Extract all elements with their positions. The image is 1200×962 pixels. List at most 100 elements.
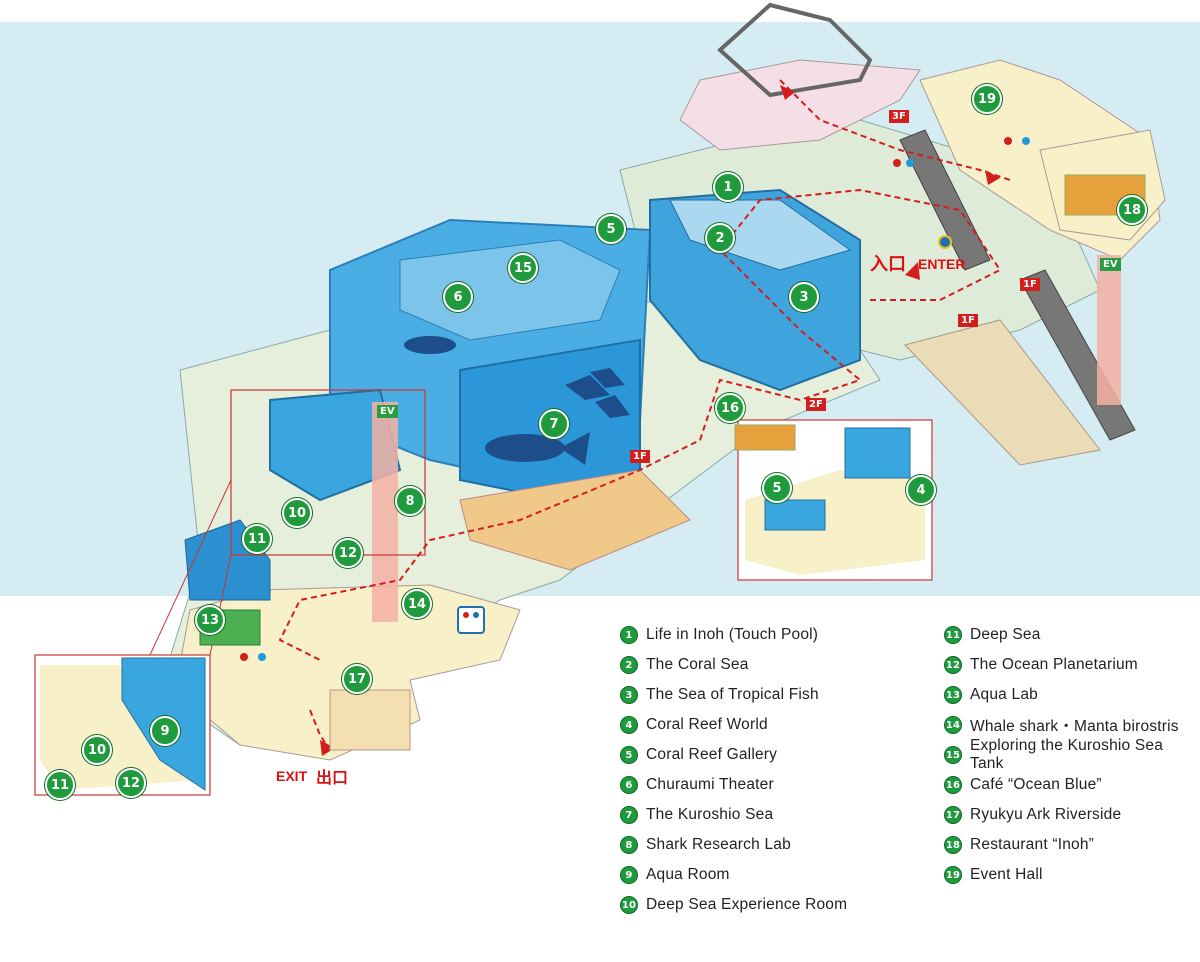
legend-label: The Coral Sea [646,656,749,673]
map-marker-7[interactable]: 7 [539,409,569,439]
legend-number-badge: 8 [620,836,638,854]
legend-item[interactable]: 8 Shark Research Lab [620,830,847,860]
legend-item[interactable]: 2 The Coral Sea [620,650,847,680]
floor-tag-1f-a: 1F [1020,278,1040,291]
map-marker-9[interactable]: 9 [150,716,180,746]
legend-number-badge: 19 [944,866,962,884]
legend-label: Coral Reef Gallery [646,746,778,763]
exit-label: EXIT [276,768,308,784]
legend-label: Whale shark・Manta birostris [970,718,1179,735]
legend-number-badge: 10 [620,896,638,914]
floor-tag-3f: 3F [889,110,909,123]
manta-ray-1 [565,375,610,400]
map-marker-2[interactable]: 2 [705,223,735,253]
legend-item[interactable]: 12 The Ocean Planetarium [944,650,1200,680]
legend-number-badge: 13 [944,686,962,704]
restroom-male-icon-2 [258,653,266,661]
manta-ray-2 [590,368,625,388]
legend-number-badge: 16 [944,776,962,794]
legend-label: Coral Reef World [646,716,768,733]
whale-shark-figure [485,434,565,462]
legend-item[interactable]: 17 Ryukyu Ark Riverside [944,800,1200,830]
exit-label-jp: 出口 [316,770,349,787]
legend-item[interactable]: 4 Coral Reef World [620,710,847,740]
map-marker-17[interactable]: 17 [342,664,372,694]
legend-item[interactable]: 5 Coral Reef Gallery [620,740,847,770]
legend-number-badge: 15 [944,746,962,764]
restroom-female-icon-3 [1004,137,1012,145]
legend-label: Aqua Room [646,866,730,883]
legend-number-badge: 12 [944,656,962,674]
map-marker-11[interactable]: 11 [242,524,272,554]
theater-tank [399,239,621,341]
legend-number-badge: 2 [620,656,638,674]
restroom-female-icon [463,612,469,618]
legend-label: Life in Inoh (Touch Pool) [646,626,819,643]
theater-seating [459,469,691,571]
steps-right [904,319,1101,466]
map-marker-18[interactable]: 18 [1117,195,1147,225]
inset-connector-2 [149,479,232,656]
legend-label: Aqua Lab [970,686,1038,703]
legend-item[interactable]: 13 Aqua Lab [944,680,1200,710]
enter-label-jp: 入口 [870,254,906,274]
map-marker-16[interactable]: 16 [715,393,745,423]
map-marker-10b[interactable]: 10 [82,735,112,765]
coral-reef-gallery-floor [745,470,925,575]
map-marker-1[interactable]: 1 [713,172,743,202]
restroom-male-icon-3 [1022,137,1030,145]
upper-deck [679,59,921,151]
route-arrow-3 [905,262,920,280]
map-marker-19[interactable]: 19 [972,84,1002,114]
legend-number-badge: 17 [944,806,962,824]
map-marker-5b[interactable]: 5 [596,214,626,244]
legend-label: Ryukyu Ark Riverside [970,806,1122,823]
legend-item[interactable]: 19 Event Hall [944,860,1200,890]
roof-frame [717,2,873,98]
manta-ray-3 [595,395,630,418]
elevator-label-left: EV [377,405,398,418]
elevator-shaft-left [372,402,398,622]
map-marker-8[interactable]: 8 [395,486,425,516]
map-marker-6[interactable]: 6 [443,282,473,312]
route-arrow-2 [985,170,1000,185]
legend-number-badge: 7 [620,806,638,824]
legend-label: The Ocean Planetarium [970,656,1138,673]
map-marker-3[interactable]: 3 [789,282,819,312]
legend-number-badge: 5 [620,746,638,764]
exit-arrow [320,740,335,756]
map-marker-13[interactable]: 13 [195,605,225,635]
whale-shark-tail [560,432,590,465]
map-marker-14[interactable]: 14 [402,589,432,619]
legend-label: Event Hall [970,866,1043,883]
map-marker-15[interactable]: 15 [508,253,538,283]
escalator-3f [899,129,991,271]
restroom-male-icon-4 [906,159,914,167]
map-marker-4[interactable]: 4 [906,475,936,505]
legend-label: Shark Research Lab [646,836,791,853]
map-marker-10[interactable]: 10 [282,498,312,528]
map-marker-12[interactable]: 12 [333,538,363,568]
legend-number-badge: 3 [620,686,638,704]
legend-number-badge: 14 [944,716,962,734]
legend-item[interactable]: 3 The Sea of Tropical Fish [620,680,847,710]
floor-tag-1f-b: 1F [958,314,978,327]
legend-item[interactable]: 14 Whale shark・Manta birostris [944,710,1200,740]
map-marker-11b[interactable]: 11 [45,770,75,800]
legend-label: The Sea of Tropical Fish [646,686,819,703]
map-marker-12b[interactable]: 12 [116,768,146,798]
legend-number-badge: 4 [620,716,638,734]
map-marker-5[interactable]: 5 [762,473,792,503]
route-arrow-1 [780,85,795,100]
